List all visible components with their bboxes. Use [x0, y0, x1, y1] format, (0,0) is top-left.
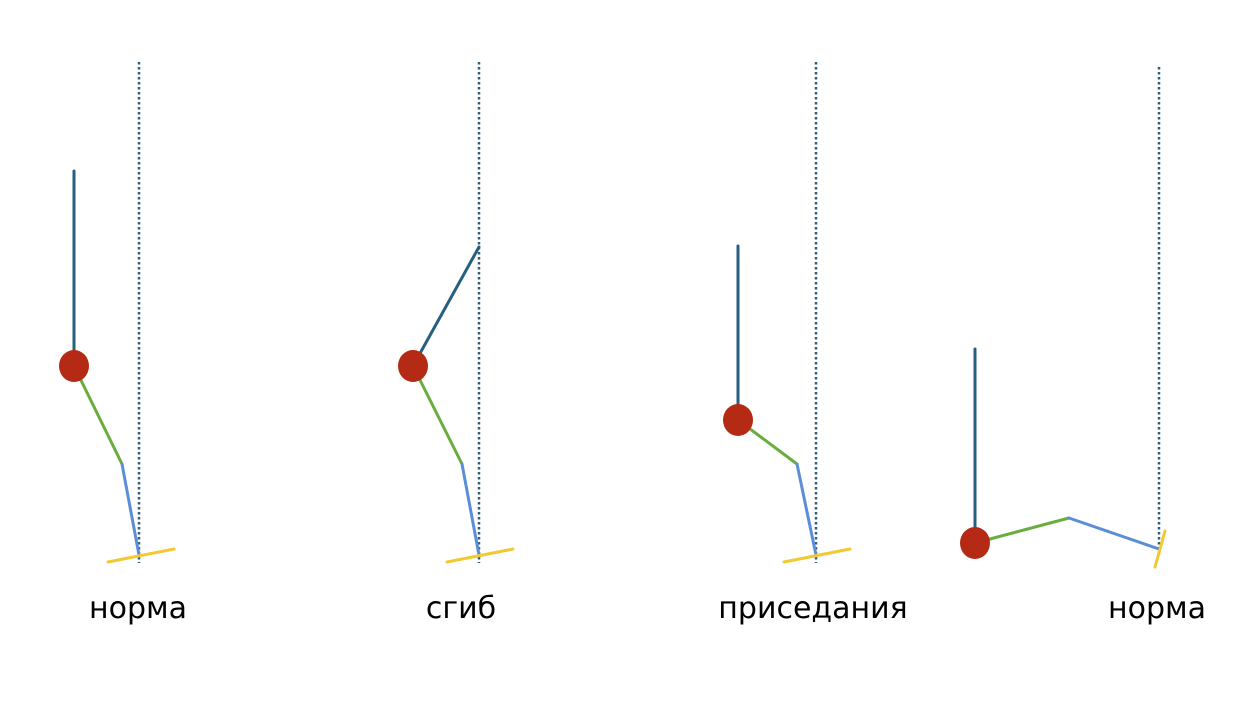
hip-joint — [723, 404, 753, 436]
hip-joint — [59, 350, 89, 382]
figure-label-normal-1: норма — [89, 591, 187, 626]
hip-joint — [960, 527, 990, 559]
thigh-segment — [72, 364, 124, 466]
figure-bend: сгиб — [398, 62, 515, 626]
foot-segment — [106, 547, 176, 564]
shin-segment — [795, 462, 818, 557]
foot-segment — [1153, 529, 1167, 569]
figure-label-squat: приседания — [718, 591, 907, 626]
figure-label-normal-2: норма — [1108, 591, 1206, 626]
shin-segment — [460, 462, 481, 557]
torso-segment — [411, 245, 481, 368]
figure-normal-standing: норма — [59, 62, 187, 626]
figure-label-bend: сгиб — [426, 591, 496, 626]
thigh-segment — [411, 364, 464, 466]
figure-normal-low: норма — [960, 67, 1206, 626]
shin-segment — [120, 462, 141, 557]
figure-squat: приседания — [718, 62, 908, 626]
hip-joint — [398, 350, 428, 382]
foot-segment — [782, 547, 852, 564]
foot-segment — [445, 547, 515, 564]
thigh-segment — [973, 516, 1071, 545]
shin-segment — [1067, 516, 1161, 551]
